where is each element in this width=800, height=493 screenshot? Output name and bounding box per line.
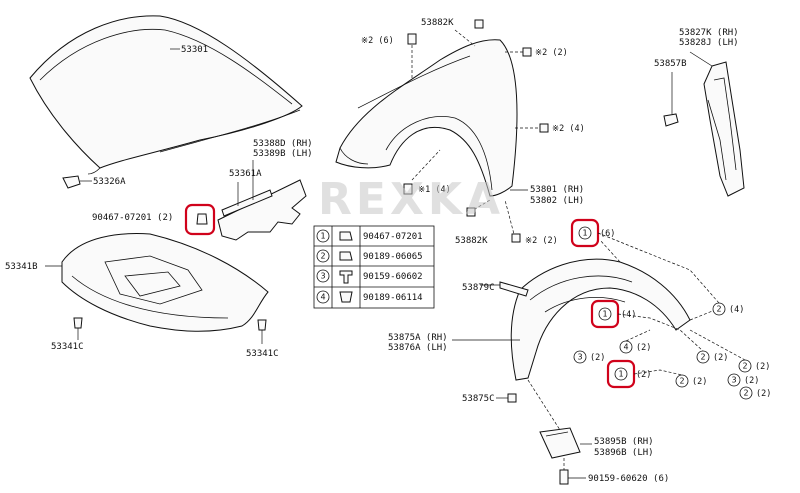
hood-clip-label: 53326A — [93, 177, 126, 187]
screw-icon — [339, 270, 353, 284]
fender-part — [335, 29, 540, 239]
seal-lh-label: 53389B (LH) — [253, 149, 313, 159]
legend-row: 4 90189-06114 — [316, 290, 423, 304]
callout-mid: 1 (4) — [590, 299, 636, 329]
callout-2-4: 2 (4) — [712, 302, 744, 316]
callout-qty: (2) — [756, 389, 771, 399]
legend-row-part: 90467-07201 — [363, 232, 423, 242]
bracket-part — [663, 51, 745, 197]
bracket-lh-label: 53828J (LH) — [679, 38, 739, 48]
fastener-legend-table: 1 90467-07201 2 90189-06065 3 90159-6060… — [313, 225, 435, 309]
legend-row-part: 90189-06114 — [363, 293, 423, 303]
legend-row-number: 2 — [320, 252, 325, 261]
undercover-clip-right-label: 53341C — [246, 349, 279, 359]
undercover-clip-left-label: 53341C — [51, 342, 84, 352]
callout-number: 1 — [582, 229, 587, 238]
bracket-pad-label: 53857B — [654, 59, 687, 69]
callout-qty: (2) — [692, 377, 707, 387]
undercover-label: 53341B — [5, 262, 38, 272]
fender-top-clip-label: 53882K — [421, 18, 454, 28]
liner-clip-bottom-label: 53875C — [462, 394, 495, 404]
callout-number: 3 — [731, 376, 736, 385]
callout-qty: (2) — [755, 362, 770, 372]
undercover-part — [45, 233, 269, 344]
callout-number: 2 — [716, 305, 721, 314]
callout-4-2: 4 (2) — [619, 340, 651, 354]
callout-2-2a: 2 (2) — [696, 350, 728, 364]
legend-row-number: 4 — [320, 293, 325, 302]
callout-3-2b: 3 (2) — [727, 373, 759, 387]
legend-row: 2 90189-06065 — [316, 249, 423, 263]
bracket-rh-label: 53827K (RH) — [679, 28, 739, 38]
callout-number: 2 — [742, 362, 747, 371]
mudguard-screw-label: 90159-60620 (6) — [588, 474, 669, 484]
callout-qty: (2) — [744, 376, 759, 386]
fender-low-bolt-label: ※1 (4) — [418, 185, 451, 195]
callout-2-2d: 2 (2) — [739, 386, 771, 400]
callout-qty: (2) — [590, 353, 605, 363]
fender-top-bolt-right-label: ※2 (2) — [535, 48, 568, 58]
fender-liner-part — [452, 239, 721, 431]
seal-part-label: 53361A — [229, 169, 262, 179]
push-clip-icon — [339, 231, 353, 241]
hood-clip — [62, 175, 92, 189]
mudguard-part — [539, 427, 592, 485]
mudguard-lh-label: 53896B (LH) — [594, 448, 654, 458]
liner-clip-top-label: 53879C — [462, 283, 495, 293]
callout-number: 3 — [577, 353, 582, 362]
clip-icon — [339, 251, 353, 261]
callout-top-right: 1 (6) — [570, 218, 615, 248]
fender-rh-label: 53801 (RH) — [530, 185, 584, 195]
callout-number: 1 — [602, 310, 607, 319]
callout-2-2b: 2 (2) — [738, 359, 770, 373]
liner-rh-label: 53875A (RH) — [388, 333, 448, 343]
legend-row: 3 90159-60602 — [316, 269, 423, 284]
callout-qty: (2) — [636, 343, 651, 353]
legend-row-number: 3 — [320, 272, 325, 281]
callout-number: 2 — [743, 389, 748, 398]
callout-qty: (4) — [729, 305, 744, 315]
fender-mid-bolt-label: ※2 (4) — [552, 124, 585, 134]
clip-left — [184, 203, 216, 236]
fender-top-bolt-left-label: ※2 (6) — [361, 36, 394, 46]
callout-number: 1 — [618, 370, 623, 379]
seal-rh-label: 53388D (RH) — [253, 139, 313, 149]
legend-row-part: 90189-06065 — [363, 252, 423, 262]
callout-qty: (6) — [600, 229, 615, 239]
highlight-box — [184, 203, 216, 236]
liner-lh-label: 53876A (LH) — [388, 343, 448, 353]
legend-row-part: 90159-60602 — [363, 272, 423, 282]
fender-bottom-clip-label: 53882K — [455, 236, 488, 246]
callout-number: 2 — [679, 377, 684, 386]
mudguard-rh-label: 53895B (RH) — [594, 437, 654, 447]
callout-low: 1 (2) — [606, 359, 651, 389]
grommet-icon — [339, 291, 353, 303]
fender-bottom-bolt-label: ※2 (2) — [525, 236, 558, 246]
hood-label: 53301 — [181, 45, 208, 55]
routing-lines — [597, 232, 746, 376]
callout-3-2a: 3 (2) — [573, 350, 605, 364]
callout-2-2c: 2 (2) — [675, 374, 707, 388]
watermark: REXKA — [318, 174, 504, 225]
legend-row-number: 1 — [320, 232, 325, 241]
seal-part — [217, 160, 307, 241]
callout-qty: (2) — [713, 353, 728, 363]
fender-fasteners — [403, 19, 549, 243]
callout-number: 2 — [700, 353, 705, 362]
legend-row: 1 90467-07201 — [316, 229, 423, 243]
clip-left-label: 90467-07201 (2) — [92, 213, 173, 223]
fender-lh-label: 53802 (LH) — [530, 196, 584, 206]
callout-number: 4 — [623, 343, 628, 352]
callout-qty: (2) — [636, 370, 651, 380]
hood-part — [29, 15, 303, 175]
